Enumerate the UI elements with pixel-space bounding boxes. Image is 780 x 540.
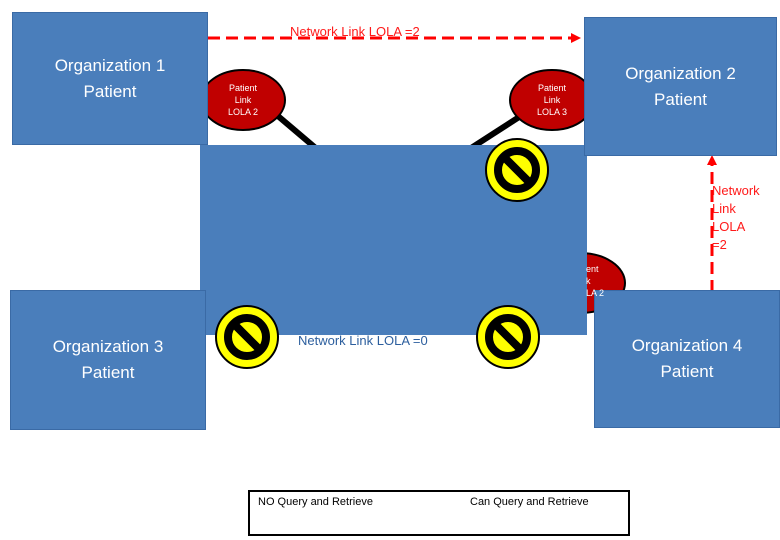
organization-4-box: Organization 4 Patient: [594, 290, 780, 428]
organization-3-box: Organization 3 Patient: [10, 290, 206, 430]
organization-1-sub: Patient: [83, 81, 137, 101]
network-link-right-label: Network Link LOLA =2: [712, 183, 760, 252]
network-link-top-label: Network Link LOLA =2: [290, 24, 420, 39]
organization-4-sub: Patient: [660, 362, 714, 381]
organization-3-name: Organization 3: [52, 337, 164, 356]
organization-3-sub: Patient: [81, 363, 135, 382]
legend-box: NO Query and Retrieve Can Query and Retr…: [248, 490, 630, 536]
organization-4-name: Organization 4: [631, 336, 743, 355]
organization-1-box: Organization 1 Patient: [12, 12, 208, 145]
no-entry-icon: [485, 138, 549, 202]
organization-2-sub: Patient: [654, 89, 707, 109]
organization-2-name: Organization 2: [625, 63, 736, 83]
patient-link-lower-label: ent k LA 2: [586, 264, 605, 298]
legend-no-query-label: NO Query and Retrieve: [258, 496, 373, 508]
organization-1-name: Organization 1: [54, 55, 166, 75]
patient-link-right-label: Patient Link LOLA 3: [536, 83, 568, 117]
network-link-center-label: Network Link LOLA =0: [298, 333, 428, 348]
patient-link-left-label: Patient Link LOLA 2: [227, 83, 259, 117]
no-entry-icon: [215, 305, 279, 369]
legend-can-query-label: Can Query and Retrieve: [470, 496, 589, 508]
organization-2-box: Organization 2 Patient: [584, 17, 777, 156]
no-entry-icon: [476, 305, 540, 369]
